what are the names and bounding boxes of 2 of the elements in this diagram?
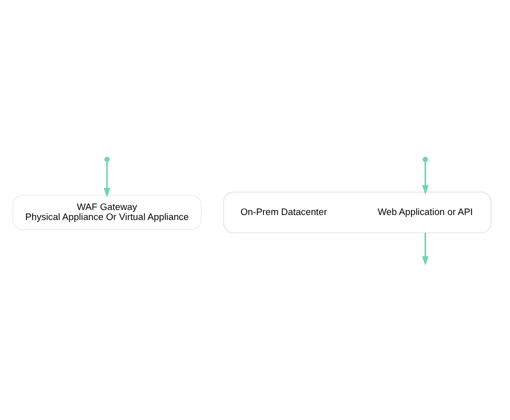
node-text: On-Prem Datacenter [240, 206, 327, 216]
node-text: Web Application or API [378, 206, 473, 216]
